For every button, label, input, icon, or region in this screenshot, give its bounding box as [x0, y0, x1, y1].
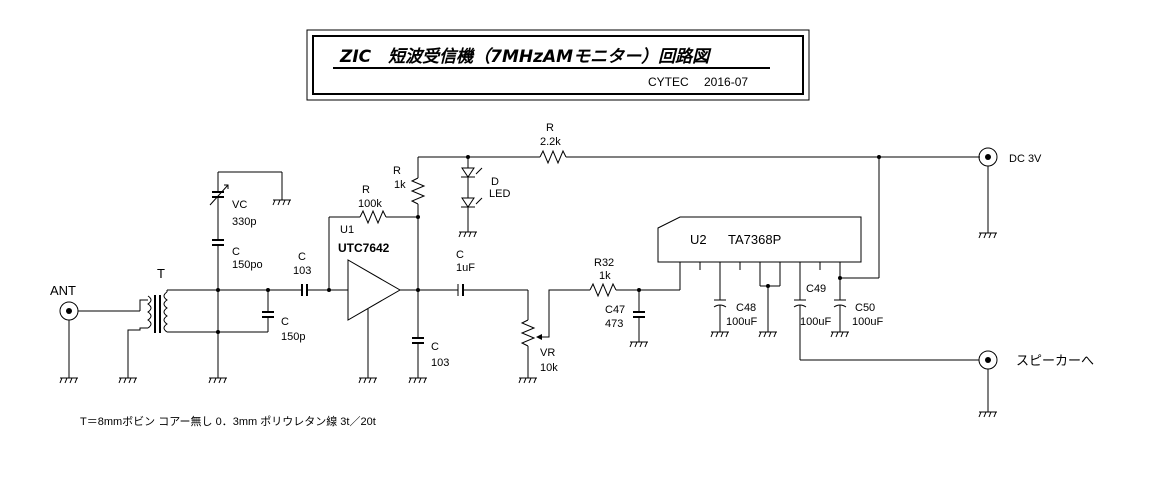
- label-led-value: LED: [489, 188, 510, 200]
- ground-icon: [118, 377, 137, 384]
- label-u2-part: TA7368P: [728, 232, 781, 247]
- label-cdec-name: C: [431, 341, 439, 353]
- label-vc-value: 330p: [232, 216, 256, 228]
- ground-icon: [272, 199, 291, 206]
- ground-icon: [978, 411, 997, 418]
- label-rtop-value: 2.2k: [540, 136, 561, 148]
- label-cpo-value: 150po: [232, 259, 263, 271]
- ground-icon: [978, 232, 997, 239]
- schematic-title: ZIC 短波受信機（7MHzAMモニター）回路図: [339, 47, 712, 67]
- label-cpo-name: C: [232, 246, 240, 258]
- ground-symbols: [59, 199, 997, 418]
- label-ant: ANT: [50, 283, 76, 298]
- label-u1-part: UTC7642: [338, 241, 390, 255]
- antenna-terminal: [59, 299, 148, 378]
- u2-power-amp: [657, 157, 979, 361]
- label-r32-name: R32: [594, 257, 614, 269]
- ground-icon: [358, 377, 377, 384]
- speaker-terminal: [978, 350, 998, 412]
- transformer-t: [127, 289, 218, 378]
- label-c47-name: C47: [605, 304, 625, 316]
- label-transformer: T: [157, 266, 165, 281]
- ground-icon: [59, 377, 78, 384]
- ground-icon: [830, 331, 849, 338]
- label-cout-value: 1uF: [456, 262, 475, 274]
- label-cin-value: 103: [293, 265, 311, 277]
- ground-icon: [758, 331, 777, 338]
- label-rload-name: R: [393, 165, 401, 177]
- ground-icon: [458, 231, 477, 238]
- ground-icon: [710, 331, 729, 338]
- label-rtop-name: R: [546, 122, 554, 134]
- dc-terminal: [978, 147, 998, 233]
- label-c50-value: 100uF: [852, 316, 883, 328]
- label-c50-name: C50: [855, 302, 875, 314]
- ground-icon: [408, 377, 427, 384]
- label-cout-name: C: [456, 249, 464, 261]
- label-u1-ref: U1: [340, 224, 354, 236]
- label-r32-value: 1k: [599, 270, 611, 282]
- label-rfb-value: 100k: [358, 198, 382, 210]
- u1-amplifier: [328, 209, 458, 378]
- label-led-name: D: [491, 176, 499, 188]
- label-dc: DC 3V: [1009, 153, 1042, 165]
- label-rfb-name: R: [362, 184, 370, 196]
- label-c49-name: C49: [806, 283, 826, 295]
- label-vc-name: VC: [232, 199, 247, 211]
- title-block: ZIC 短波受信機（7MHzAMモニター）回路図 CYTEC 2016-07: [306, 29, 810, 101]
- ground-icon: [629, 341, 648, 348]
- schematic-credit: CYTEC 2016-07: [648, 75, 748, 89]
- transformer-note: T＝8mmボビン コアー無し 0．3mm ポリウレタン線 3t／20t: [80, 414, 376, 428]
- ground-icon: [518, 377, 537, 384]
- label-speaker: スピーカーへ: [1016, 353, 1094, 368]
- label-c48-value: 100uF: [726, 316, 757, 328]
- ground-icon: [208, 377, 227, 384]
- label-c49-value: 100uF: [800, 316, 831, 328]
- supply-rail: [410, 149, 980, 378]
- volume-network: [457, 262, 681, 378]
- label-vr-value: 10k: [540, 362, 558, 374]
- label-vr-name: VR: [540, 347, 555, 359]
- label-c150-value: 150p: [281, 331, 305, 343]
- label-rload-value: 1k: [394, 179, 406, 191]
- label-c47-value: 473: [605, 318, 623, 330]
- label-c150-name: C: [281, 316, 289, 328]
- label-cdec-value: 103: [431, 357, 449, 369]
- label-u2-ref: U2: [690, 232, 707, 247]
- label-cin-name: C: [298, 251, 306, 263]
- label-c48-name: C48: [736, 302, 756, 314]
